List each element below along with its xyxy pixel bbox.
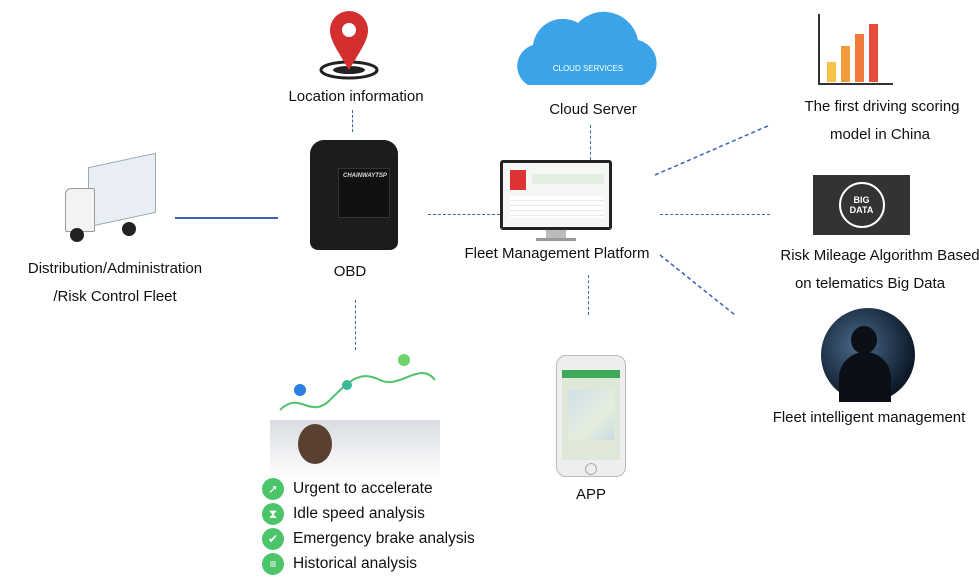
analysis-label: Idle speed analysis: [293, 505, 425, 522]
analysis-label: Urgent to accelerate: [293, 480, 433, 497]
document-icon: ≡: [262, 553, 284, 575]
analysis-item-history: ≡ Historical analysis: [262, 553, 417, 575]
obd-brand-label: CHAINWAYTSP: [338, 168, 390, 218]
intelligent-label: Fleet intelligent management: [772, 409, 966, 426]
fleet-operator-image: [821, 308, 915, 402]
trend-curve-icon: [279, 354, 436, 411]
obd-device-image: CHAINWAYTSP: [310, 140, 398, 250]
truck-image: [60, 152, 156, 245]
connector-obd-platform: [428, 214, 500, 215]
connector-obd-analysis: [355, 300, 356, 350]
cloud-icon: CLOUD SERVICES: [517, 11, 657, 86]
analysis-label: Emergency brake analysis: [293, 530, 475, 547]
analysis-label: Historical analysis: [293, 555, 418, 572]
obd-label: OBD: [333, 263, 367, 280]
connector-platform-risk: [660, 214, 770, 215]
fleet-label-1: Distribution/Administration: [27, 260, 203, 277]
big-data-logo: BIG DATA: [838, 182, 885, 228]
analysis-item-accelerate: ➚ Urgent to accelerate: [262, 478, 433, 500]
connector-fleet-obd: [175, 217, 278, 219]
platform-label: Fleet Management Platform: [464, 245, 650, 262]
risk-label-1: Risk Mileage Algorithm Based: [780, 247, 979, 264]
big-data-image: BIG DATA: [813, 175, 910, 235]
connector-cloud-platform: [590, 125, 591, 160]
phone-app-image: [556, 355, 626, 477]
driver-analysis-image: [270, 350, 440, 480]
hourglass-icon: ⧗: [262, 503, 284, 525]
cloud-logo-text: CLOUD SERVICES: [553, 64, 624, 73]
analysis-item-idle: ⧗ Idle speed analysis: [262, 503, 425, 525]
monitor-image: [500, 160, 612, 242]
bar-chart-icon: [818, 14, 893, 85]
app-label: APP: [575, 486, 607, 503]
scoring-label-2: model in China: [829, 126, 931, 143]
connector-location-obd: [352, 110, 353, 132]
analysis-item-brake: ✔ Emergency brake analysis: [262, 528, 475, 550]
scoring-label-1: The first driving scoring: [804, 98, 960, 115]
rocket-icon: ➚: [262, 478, 284, 500]
connector-platform-app: [588, 275, 589, 315]
cloud-label: Cloud Server: [549, 101, 637, 118]
fleet-label-2: /Risk Control Fleet: [53, 288, 177, 305]
location-pin-icon: [319, 11, 379, 80]
brake-icon: ✔: [262, 528, 284, 550]
location-label: Location information: [288, 88, 424, 105]
risk-label-2: on telematics Big Data: [794, 275, 946, 292]
